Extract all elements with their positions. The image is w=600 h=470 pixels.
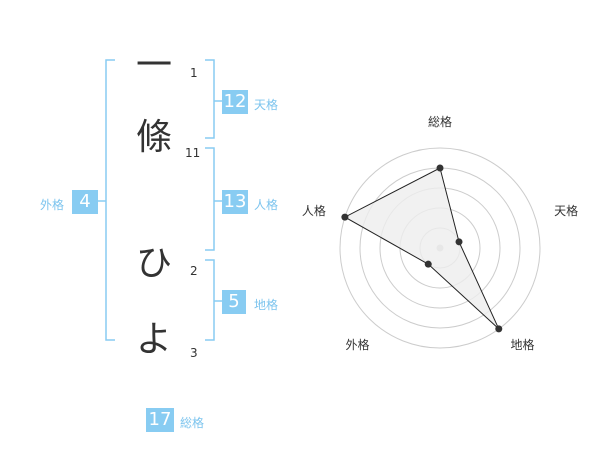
stroke-count-4: 3 xyxy=(190,346,198,360)
gaikaku-label: 外格 xyxy=(40,198,65,212)
jinkaku-label: 人格 xyxy=(254,198,279,212)
radar-point-4 xyxy=(424,260,432,268)
soukaku-label: 総格 xyxy=(180,416,205,430)
radar-axis-label: 総格 xyxy=(428,114,452,129)
radar-axis-label: 天格 xyxy=(554,203,578,218)
radar-point-3 xyxy=(495,325,503,333)
name-char-4: よ xyxy=(135,319,172,360)
chikaku-value: 5 xyxy=(222,290,246,314)
stroke-count-2: 11 xyxy=(185,146,201,160)
name-char-2: 條 xyxy=(135,117,172,158)
chikaku-label: 地格 xyxy=(254,298,279,312)
gaikaku-value: 4 xyxy=(72,190,98,214)
jinkaku-bracket xyxy=(205,147,215,251)
radar-polygon xyxy=(343,167,500,330)
radar-ring xyxy=(339,147,541,349)
tenkaku-label: 天格 xyxy=(254,98,279,112)
stroke-count-3: 2 xyxy=(190,264,198,278)
radar-axis-label: 外格 xyxy=(345,337,369,352)
name-char-1: 一 xyxy=(135,45,172,86)
tenkaku-value: 12 xyxy=(222,90,248,114)
radar-axis-label: 人格 xyxy=(302,203,326,218)
soukaku-value: 17 xyxy=(146,408,174,432)
stroke-count-1: 1 xyxy=(190,66,198,80)
chikaku-bracket xyxy=(205,259,215,341)
radar-axis-label: 地格 xyxy=(511,337,535,352)
radar-point-1 xyxy=(436,164,444,172)
radar-point-2 xyxy=(455,238,463,246)
jinkaku-value: 13 xyxy=(222,190,248,214)
name-char-3: ひ xyxy=(135,243,172,284)
gaikaku-bracket xyxy=(105,59,115,341)
radar-point-5 xyxy=(341,213,349,221)
tenkaku-bracket xyxy=(205,59,215,139)
